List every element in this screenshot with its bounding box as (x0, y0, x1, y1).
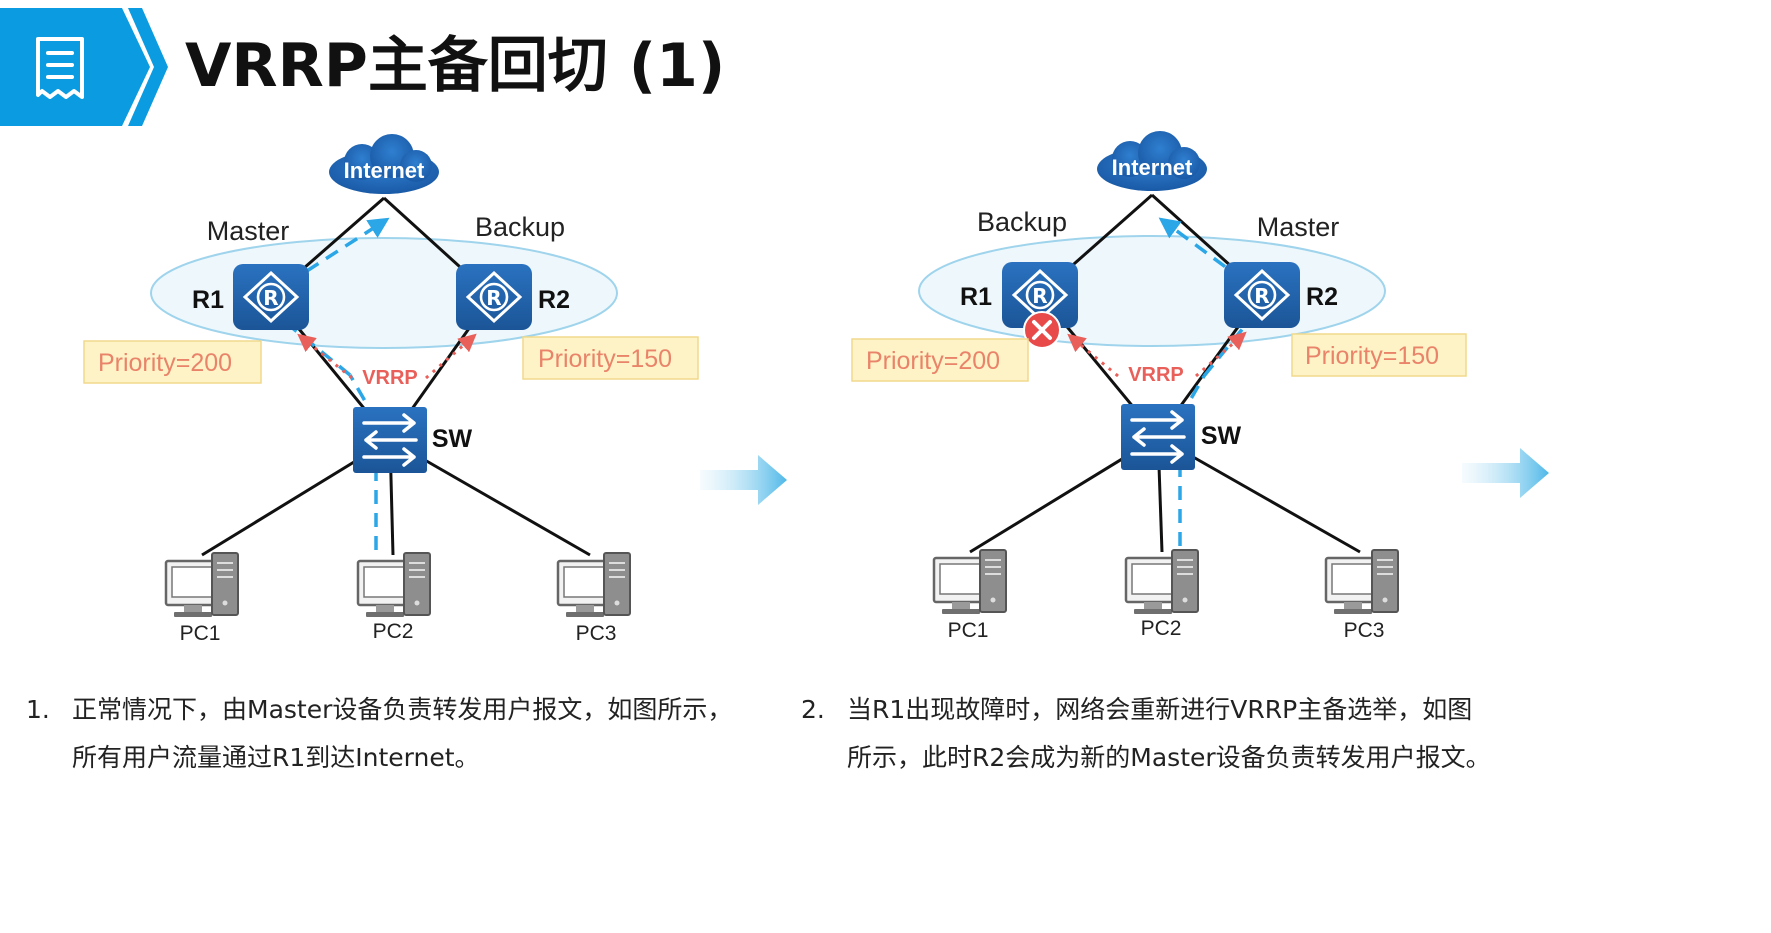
diagram-normal: VRRP Internet Master Backup R1 R2 Priori… (83, 134, 699, 645)
svg-text:Priority=200: Priority=200 (98, 349, 232, 377)
caption-text: 当R1出现故障时，网络会重新进行VRRP主备选举，如图 所示，此时R2会成为新的… (847, 686, 1491, 782)
cloud-label: Internet (1112, 155, 1193, 180)
failure-x-icon (1023, 311, 1061, 349)
pc2-label: PC2 (373, 620, 414, 643)
r1-priority-badge: Priority=200 (851, 338, 1029, 382)
svg-text:Priority=200: Priority=200 (866, 347, 1000, 375)
pc1-label: PC1 (948, 619, 989, 642)
pc2-icon (1124, 548, 1200, 616)
header: VRRP主备回切 (1) (0, 8, 725, 126)
r2-label: R2 (1306, 283, 1338, 311)
page-title: VRRP主备回切 (1) (185, 31, 725, 101)
caption-line: 所有用户流量通过R1到达Internet。 (72, 743, 480, 772)
vrrp-advertisement-arrows (297, 333, 477, 380)
pc3-icon (556, 551, 632, 619)
svg-text:Priority=150: Priority=150 (1305, 342, 1439, 370)
r2-label: R2 (538, 286, 570, 314)
next-step-arrow-icon (1462, 448, 1549, 498)
header-chevron (128, 8, 168, 126)
vrrp-label: VRRP (362, 367, 418, 389)
pc1-icon (164, 551, 240, 619)
router-r2-icon (1222, 260, 1302, 330)
internet-cloud-icon: Internet (1097, 131, 1207, 191)
internet-cloud-icon: Internet (329, 134, 439, 194)
diagram-failover: VRRP Internet Backup Master R1 R2 Priori… (851, 131, 1467, 642)
r2-priority-badge: Priority=150 (1291, 333, 1467, 377)
caption-line: 正常情况下，由Master设备负责转发用户报文，如图所示， (72, 695, 733, 724)
caption-line: 所示，此时R2会成为新的Master设备负责转发用户报文。 (847, 743, 1491, 772)
r1-priority-badge: Priority=200 (83, 340, 262, 384)
switch-label: SW (1201, 422, 1242, 450)
caption-2: 2. 当R1出现故障时，网络会重新进行VRRP主备选举，如图 所示，此时R2会成… (801, 686, 1761, 786)
r2-role-label: Backup (475, 212, 565, 242)
pc3-icon (1324, 548, 1400, 616)
pc3-label: PC3 (1344, 619, 1385, 642)
caption-number: 2. (801, 695, 825, 724)
r1-label: R1 (960, 283, 992, 311)
header-accent-banner (0, 8, 150, 126)
document-list-icon (36, 37, 84, 99)
vrrp-label: VRRP (1128, 364, 1184, 386)
pc1-icon (932, 548, 1008, 616)
r1-label: R1 (192, 286, 224, 314)
r2-priority-badge: Priority=150 (522, 336, 699, 380)
pc3-label: PC3 (576, 622, 617, 645)
router-r1-icon (231, 262, 311, 332)
vrrp-advertisement-arrows (1067, 331, 1247, 378)
caption-line: 当R1出现故障时，网络会重新进行VRRP主备选举，如图 (847, 695, 1473, 724)
caption-number: 1. (26, 695, 50, 724)
r1-role-label: Backup (977, 207, 1067, 237)
switch-label: SW (432, 425, 473, 453)
caption-1: 1. 正常情况下，由Master设备负责转发用户报文，如图所示， 所有用户流量通… (26, 686, 816, 786)
r1-role-label: Master (207, 216, 290, 246)
pc1-label: PC1 (180, 622, 221, 645)
cloud-label: Internet (344, 158, 425, 183)
pc2-label: PC2 (1141, 617, 1182, 640)
r2-role-label: Master (1257, 212, 1340, 242)
caption-text: 正常情况下，由Master设备负责转发用户报文，如图所示， 所有用户流量通过R1… (72, 686, 732, 782)
svg-text:Priority=150: Priority=150 (538, 345, 672, 373)
pc2-icon (356, 551, 432, 619)
switch-sw-icon (1119, 402, 1197, 472)
router-r2-icon (454, 262, 534, 332)
switch-sw-icon (351, 405, 429, 475)
next-step-arrow-icon (700, 455, 787, 505)
